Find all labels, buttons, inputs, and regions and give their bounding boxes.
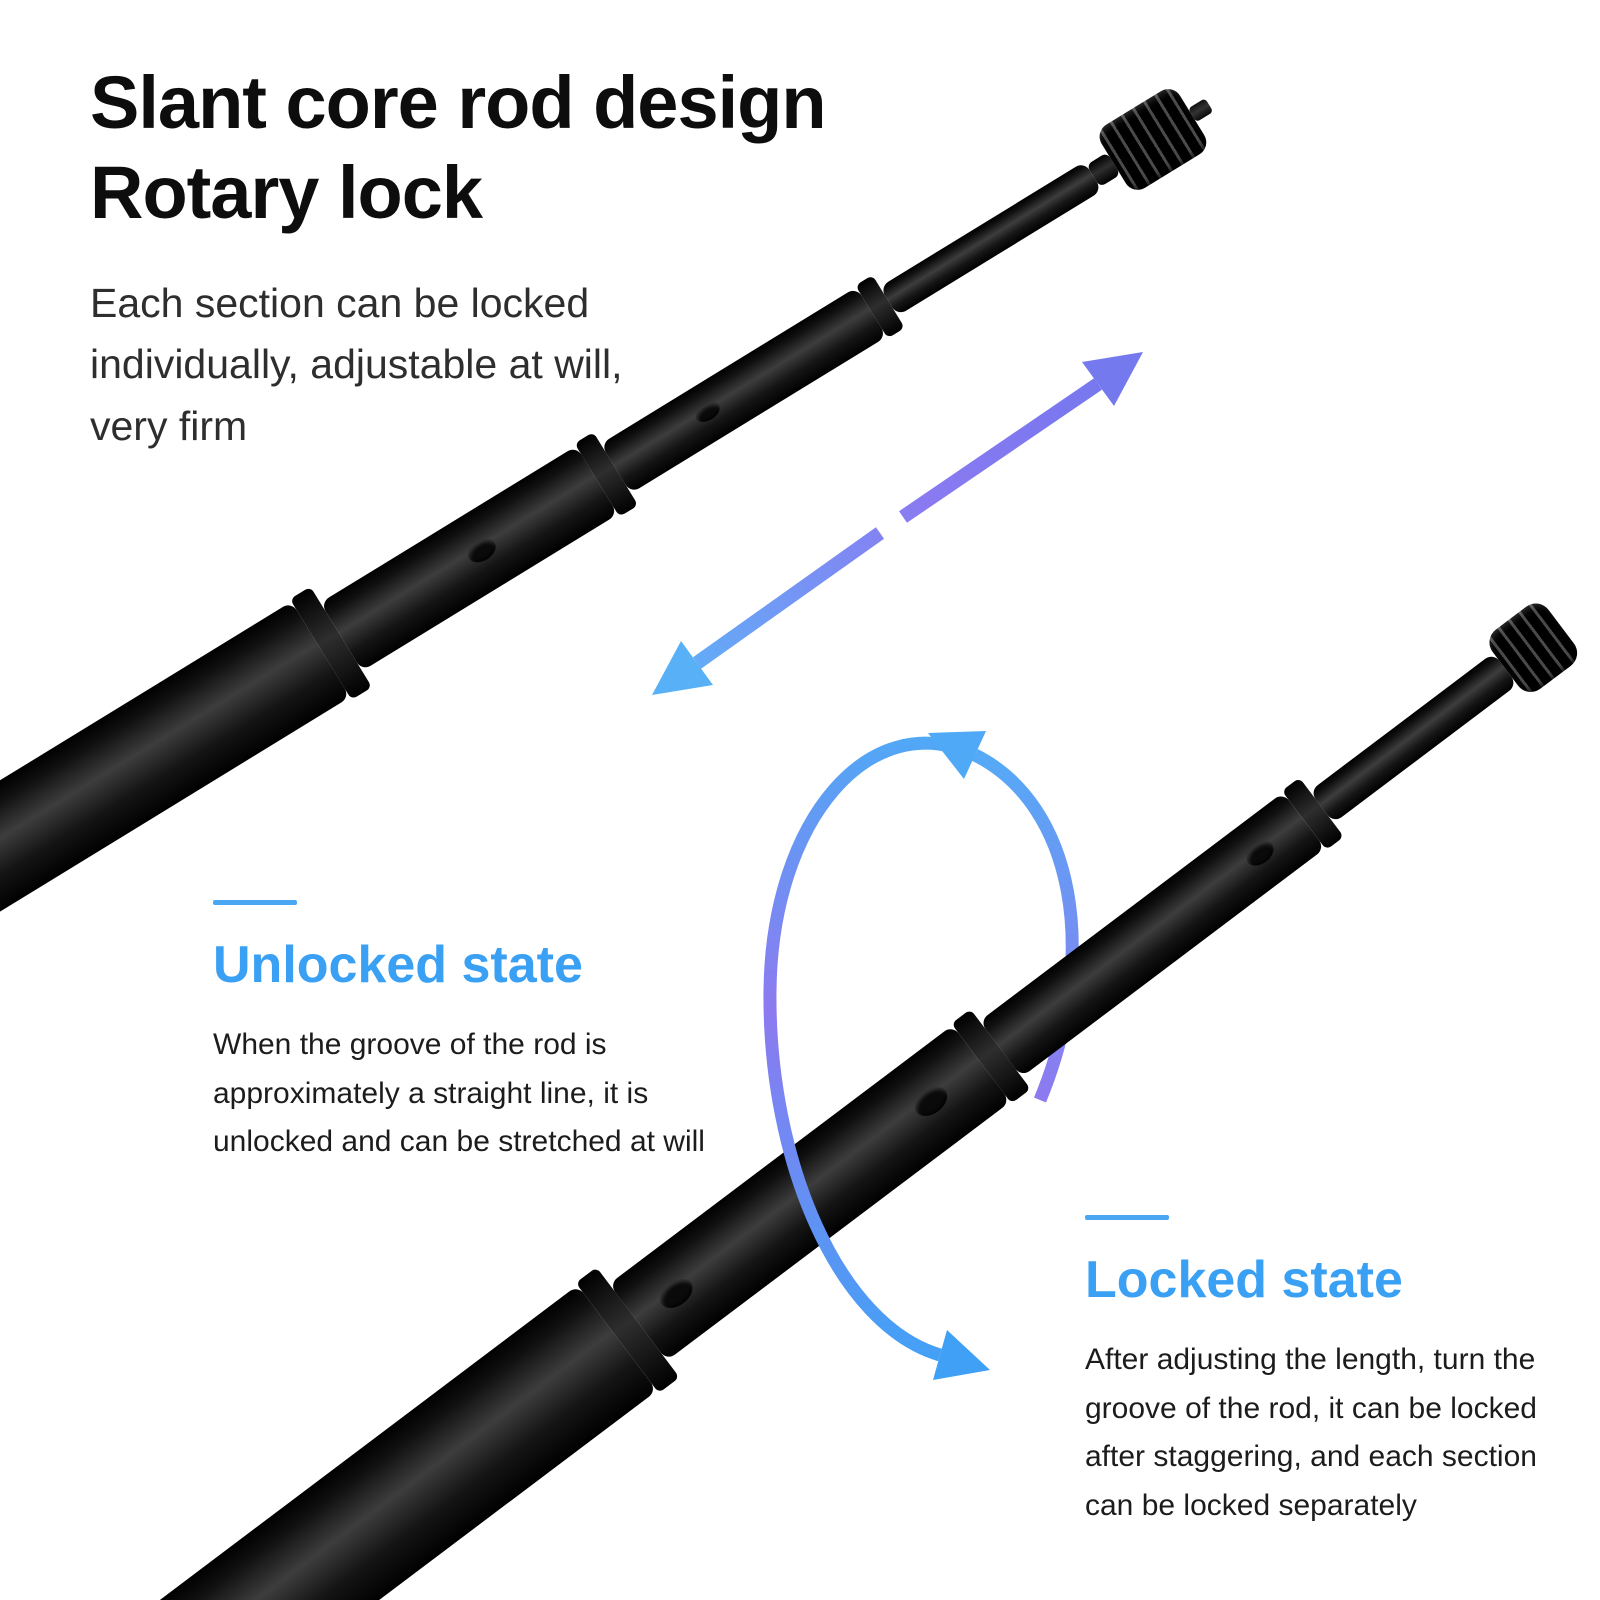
extend-arrowhead-lower bbox=[652, 641, 713, 695]
groove-dot-icon bbox=[654, 1273, 698, 1314]
locked-state-body: After adjusting the length, turn the gro… bbox=[1085, 1343, 1537, 1522]
header-subtitle: Each section can be locked individually,… bbox=[90, 279, 623, 449]
groove-dot-icon bbox=[463, 534, 500, 568]
header: Slant core rod design Rotary lock Each s… bbox=[90, 58, 827, 457]
groove-dot-icon bbox=[909, 1081, 953, 1122]
unlocked-state-title: Unlocked state bbox=[213, 936, 583, 994]
extend-arrow-shaft-lower bbox=[692, 527, 885, 669]
rod-top-mid-section bbox=[320, 446, 618, 671]
unlocked-state-body: When the groove of the rod is approximat… bbox=[213, 1028, 705, 1159]
rod-bottom-thin-shaft bbox=[1309, 652, 1518, 824]
accent-line bbox=[213, 900, 297, 905]
rod-top-base-section bbox=[0, 601, 351, 943]
rotate-arrowhead-bottom bbox=[933, 1330, 990, 1380]
extend-arrowhead-upper bbox=[1082, 352, 1143, 406]
locked-state-title: Locked state bbox=[1085, 1251, 1403, 1309]
callout-unlocked: Unlocked state When the groove of the ro… bbox=[213, 900, 738, 1167]
accent-line bbox=[1085, 1215, 1169, 1220]
callout-locked: Locked state After adjusting the length,… bbox=[1085, 1215, 1590, 1530]
page-title-line1: Slant core rod design bbox=[90, 61, 827, 144]
page-title-line2: Rotary lock bbox=[90, 151, 483, 235]
rod-top-thin-shaft bbox=[879, 161, 1103, 316]
groove-dot-icon bbox=[1242, 836, 1279, 871]
rotate-arrowhead-top bbox=[928, 731, 986, 779]
extend-arrow-shaft-upper bbox=[899, 378, 1102, 523]
rod-bottom-upper-section bbox=[979, 792, 1326, 1078]
rod-bottom-base-section bbox=[130, 1285, 657, 1600]
